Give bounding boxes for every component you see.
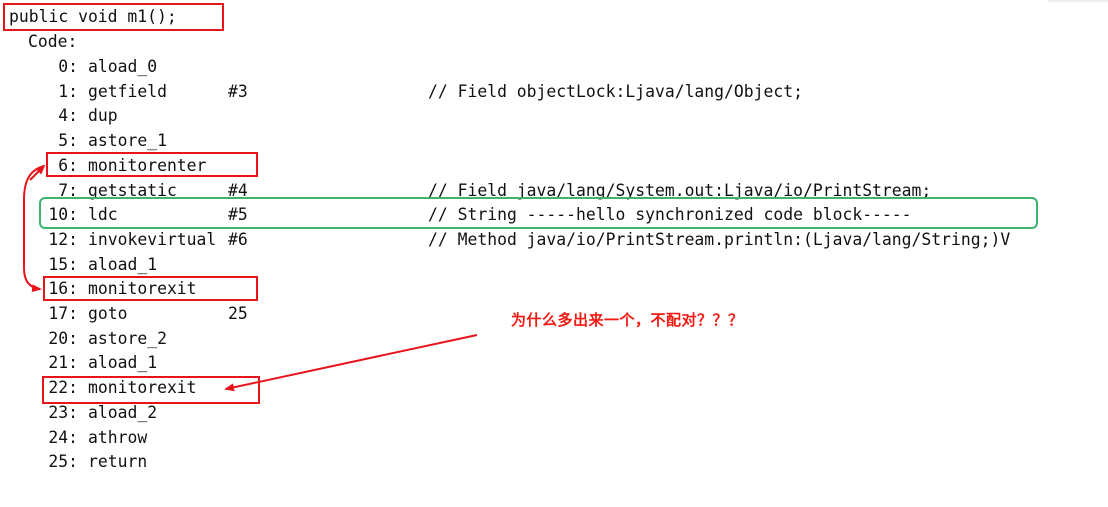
instruction-offset: 1: [58,81,78,101]
instruction-offset: 0: [58,57,78,76]
instruction-row: 23: aload_2 [0,401,1100,425]
instruction-offset: 5: [58,131,78,151]
monitorexit-22-highlight-box [42,376,260,404]
instruction-row: 22: monitorexit [0,376,1100,400]
instruction-offset: 16: [48,279,78,299]
instruction-offset: 4: [58,106,78,126]
instruction-row: 15: aload_1 [0,253,1100,277]
question-annotation: 为什么多出来一个，不配对？？？ [511,311,744,329]
instruction-offset: 12: [48,229,78,249]
instruction-row: 5: astore_1 [0,129,1100,153]
instruction-offset: 23: [48,402,78,422]
instruction-opcode: dup [88,106,118,126]
instruction-opcode: return [88,452,148,472]
instruction-offset: 22: [48,378,78,398]
instruction-offset: 6: [58,155,78,175]
instruction-row: 21: aload_1 [0,351,1100,375]
instruction-comment: // Method java/io/PrintStream.println:(L… [428,229,1011,249]
instruction-row: 16: monitorexit [0,277,1100,301]
instruction-offset: 25: [48,452,78,472]
top-right-rule [1048,0,1108,2]
instruction-offset: 15: [48,254,78,274]
instruction-comment: // Field objectLock:Ljava/lang/Object; [428,81,803,101]
instruction-opcode: astore_1 [88,131,167,151]
instruction-opcode: getstatic [88,180,177,200]
instruction-row: 12: invokevirtual #6 // Method java/io/Prin… [0,228,1100,252]
instruction-opcode: getfield [88,81,167,101]
monitorexit-16-highlight-box [43,276,258,301]
instruction-comment: // String -----hello synchronized code b… [428,205,912,225]
instruction-opcode: aload_1 [88,254,158,274]
instruction-opcode: invokevirtual [88,229,217,249]
instruction-row: 7: getstatic #4 // Field java/lang/System.o… [0,179,1100,203]
instruction-row: 24: athrow [0,426,1100,450]
instruction-opcode: aload_1 [88,353,158,373]
instruction-operand: #3 [228,81,248,101]
instruction-opcode: monitorexit [88,279,197,299]
method-signature: public void m1(); [9,7,177,26]
instruction-offset: 17: [48,304,78,323]
instruction-opcode: athrow [88,427,148,447]
instruction-opcode: aload_0 [88,57,158,76]
instruction-opcode: goto [88,304,128,323]
instruction-row: 6: monitorenter [0,154,1100,178]
instruction-opcode: ldc [88,205,118,225]
instruction-opcode: monitorenter [88,155,207,175]
instruction-opcode: astore_2 [88,328,167,348]
instruction-row: 0: aload_0 [0,55,1100,79]
instruction-operand: #4 [228,180,248,200]
instruction-offset: 10: [48,205,78,225]
instruction-row: 20: astore_2 [0,327,1100,351]
code-label: Code: [28,32,78,51]
instruction-row: 1: getfield #3 // Field objectLock:Ljava/la… [0,80,1100,104]
instruction-operand: #6 [228,229,248,249]
instruction-comment: // Field java/lang/System.out:Ljava/io/P… [428,180,932,200]
instruction-offset: 20: [48,328,78,348]
monitorenter-highlight-box [46,152,258,177]
signature-highlight-box [3,3,224,31]
instruction-row: 4: dup [0,104,1100,128]
instruction-row: 10: ldc #5 // String -----hello synchronize… [0,203,1100,227]
instruction-offset: 7: [58,180,78,200]
instruction-offset: 21: [48,353,78,373]
ldc-highlight-box [39,197,1038,229]
instruction-row: 17: goto 25 [0,302,1100,326]
instruction-opcode: monitorexit [88,378,197,398]
instruction-operand: #5 [228,205,248,225]
instruction-offset: 24: [48,427,78,447]
instruction-opcode: aload_2 [88,402,158,422]
instruction-row: 25: return [0,450,1100,474]
instruction-operand: 25 [228,304,248,323]
